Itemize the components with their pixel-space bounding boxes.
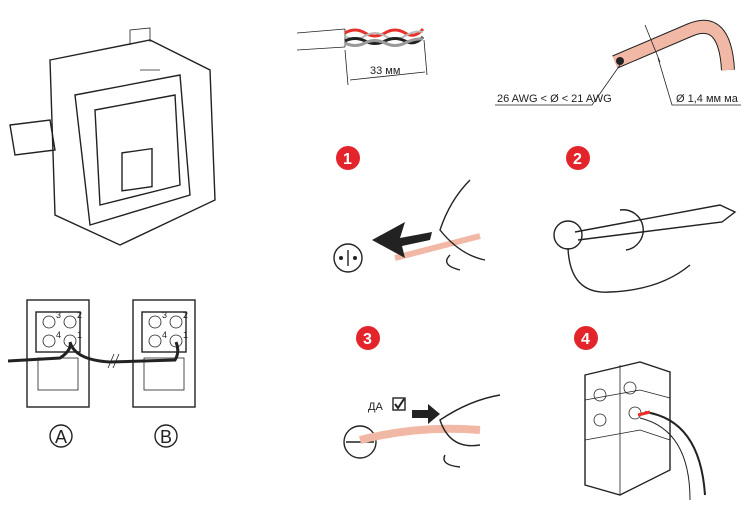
cable-break-mark: [107, 353, 120, 369]
svg-text:1: 1: [183, 330, 188, 340]
module-b: 3 2 4 1: [132, 299, 196, 408]
svg-text:2: 2: [183, 310, 188, 320]
max-diameter-label: Ø 1,4 мм ма: [676, 93, 739, 105]
wire-gauge-label: 26 AWG < Ø < 21 AWG: [497, 93, 612, 105]
svg-text:3: 3: [56, 310, 61, 320]
svg-text:3: 3: [363, 331, 372, 348]
module-a: 3 2 4 1: [26, 299, 90, 408]
svg-text:2: 2: [573, 151, 582, 168]
cable-strip-illustration: 33 мм: [296, 28, 428, 86]
svg-text:1: 1: [343, 151, 352, 168]
wire-gauge-illustration: 26 AWG < Ø < 21 AWG Ø 1,4 мм ма: [495, 19, 741, 106]
connecting-cable: [7, 341, 180, 364]
step-badge-1: 1: [336, 146, 360, 170]
check-yes-label: ДА: [368, 401, 383, 413]
step1-illustration: [333, 179, 486, 273]
step-badge-2: 2: [566, 146, 590, 170]
svg-text:4: 4: [162, 330, 167, 340]
svg-text:B: B: [160, 427, 172, 447]
svg-text:2: 2: [77, 310, 82, 320]
strip-length-label: 33 мм: [370, 65, 400, 77]
svg-text:1: 1: [77, 330, 82, 340]
label-a: A: [49, 424, 73, 448]
step-badge-3: 3: [356, 326, 380, 350]
step-badge-4: 4: [574, 326, 598, 350]
step4-illustration: [584, 361, 706, 501]
svg-text:4: 4: [56, 330, 61, 340]
label-b: B: [154, 424, 178, 448]
svg-text:A: A: [55, 427, 67, 447]
svg-text:4: 4: [581, 331, 590, 348]
svg-text:3: 3: [162, 310, 167, 320]
socket-module-illustration: [9, 27, 216, 246]
step2-illustration: [553, 204, 737, 293]
step3-illustration: ДА: [343, 394, 501, 468]
